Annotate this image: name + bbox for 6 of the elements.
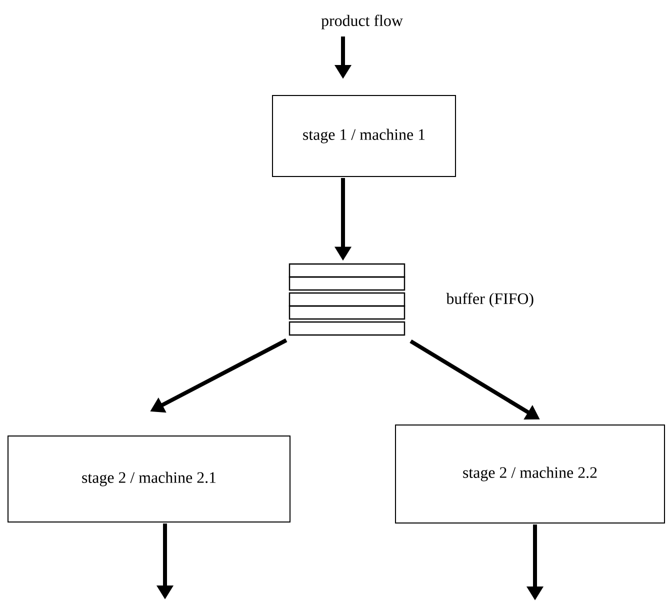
process-box: stage 2 / machine 2.2: [395, 424, 665, 524]
flow-label: product flow: [321, 14, 403, 30]
buffer-label: buffer (FIFO): [446, 292, 534, 308]
process-box: stage 1 / machine 1: [272, 95, 456, 177]
process-box: stage 2 / machine 2.1: [8, 436, 290, 522]
buffer-drawing: [288, 263, 406, 336]
